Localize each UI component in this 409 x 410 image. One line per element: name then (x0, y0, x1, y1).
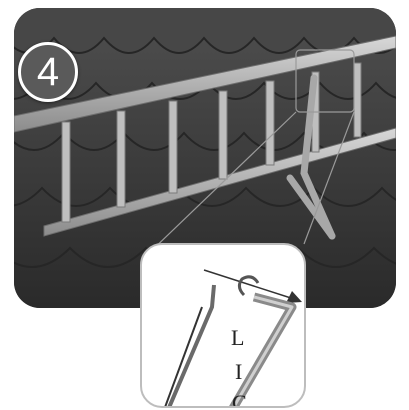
detail-inset: L I C (140, 243, 306, 408)
step-number-badge: 4 (18, 42, 78, 102)
label-i: I (235, 359, 242, 385)
detail-bracket (168, 285, 214, 408)
label-l: L (231, 325, 244, 351)
arrow-right-icon (204, 270, 302, 303)
label-c: C (232, 390, 247, 408)
hook-detail-diagram (142, 245, 306, 408)
